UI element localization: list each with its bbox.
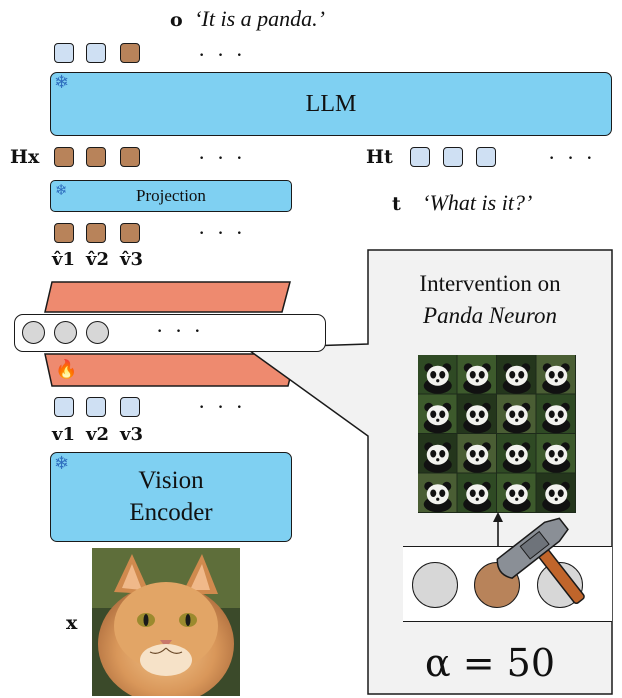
output-text: o ‘It is a panda.’ [170,6,325,33]
vision-encoder-line-1: Vision [138,467,204,494]
t-text: t ‘What is it?’ [392,190,532,216]
adapter-diagram [44,281,297,387]
neuron-ellipsis: · · · [156,318,204,343]
vhat-token-3 [120,223,140,243]
neuron-3 [86,321,109,344]
ht-token-3 [476,147,496,167]
llm-label: LLM [305,90,357,117]
hammer-icon [496,517,585,605]
neuron-2 [54,321,77,344]
ht-token-1 [410,147,430,167]
panda-grid-image [418,355,576,513]
x-label: x [66,612,78,634]
snowflake-icon: ❄ [55,181,68,199]
projection-label: Projection [136,186,206,205]
vision-encoder-box: Vision Encoder [50,452,292,542]
v-token-3 [120,397,140,417]
panda-thumbnail [418,434,457,473]
panda-thumbnail [536,355,575,394]
panda-thumbnail [457,473,496,513]
output-token-1 [54,43,74,63]
t-symbol: t [392,193,401,215]
adapter-top-trapezoid [44,281,291,313]
callout-title: Intervention on Panda Neuron [368,268,612,332]
cat-image [92,548,240,696]
alpha-value: α = 50 [424,641,555,685]
panda-thumbnail [457,355,496,394]
output-token-3 [120,43,140,63]
panda-thumbnail [536,473,575,513]
ht-label: Ht [366,146,393,168]
callout-line-2: Panda Neuron [423,303,557,328]
llm-box: LLM [50,72,612,136]
panda-thumbnail [497,473,536,513]
vhat-token-1 [54,223,74,243]
vision-encoder-line-2: Encoder [129,499,213,526]
panda-thumbnail [497,355,536,394]
v-label-3: v3 [120,424,143,445]
adapter-bottom-trapezoid [44,353,297,387]
output-token-2 [86,43,106,63]
panda-thumbnail [497,394,536,434]
hx-token-1 [54,147,74,167]
panda-thumbnail [536,394,575,434]
panda-thumbnail [418,473,457,513]
snowflake-icon: ❄ [54,72,70,93]
vhat-label-1: v̂1 [52,249,75,270]
v-token-1 [54,397,74,417]
v-ellipsis: · · · [198,394,246,419]
vhat-label-3: v̂3 [120,249,143,270]
output-caption: ‘It is a panda.’ [194,6,325,31]
ht-token-2 [443,147,463,167]
panda-thumbnail [497,434,536,473]
v-label-1: v1 [52,424,75,445]
hx-token-2 [86,147,106,167]
callout-neuron-1 [412,562,458,608]
fire-icon: 🔥 [55,359,78,379]
hx-ellipsis: · · · [198,145,246,170]
output-symbol: o [170,9,183,31]
snowflake-icon: ❄ [54,453,70,474]
v-label-2: v2 [86,424,109,445]
panda-thumbnail [536,434,575,473]
ht-ellipsis: · · · [548,145,596,170]
hx-label: Hx [10,146,40,168]
vhat-label-2: v̂2 [86,249,109,270]
neuron-layer-bar [14,314,326,352]
panda-thumbnail [457,434,496,473]
t-caption: ‘What is it?’ [422,190,533,215]
hx-token-3 [120,147,140,167]
panda-thumbnail [418,394,457,434]
panda-thumbnail [418,355,457,394]
vhat-ellipsis: · · · [198,220,246,245]
neuron-1 [22,321,45,344]
output-ellipsis: · · · [198,42,246,67]
v-token-2 [86,397,106,417]
projection-box: Projection [50,180,292,212]
vhat-token-2 [86,223,106,243]
callout-line-1: Intervention on [419,271,561,296]
panda-thumbnail [457,394,496,434]
